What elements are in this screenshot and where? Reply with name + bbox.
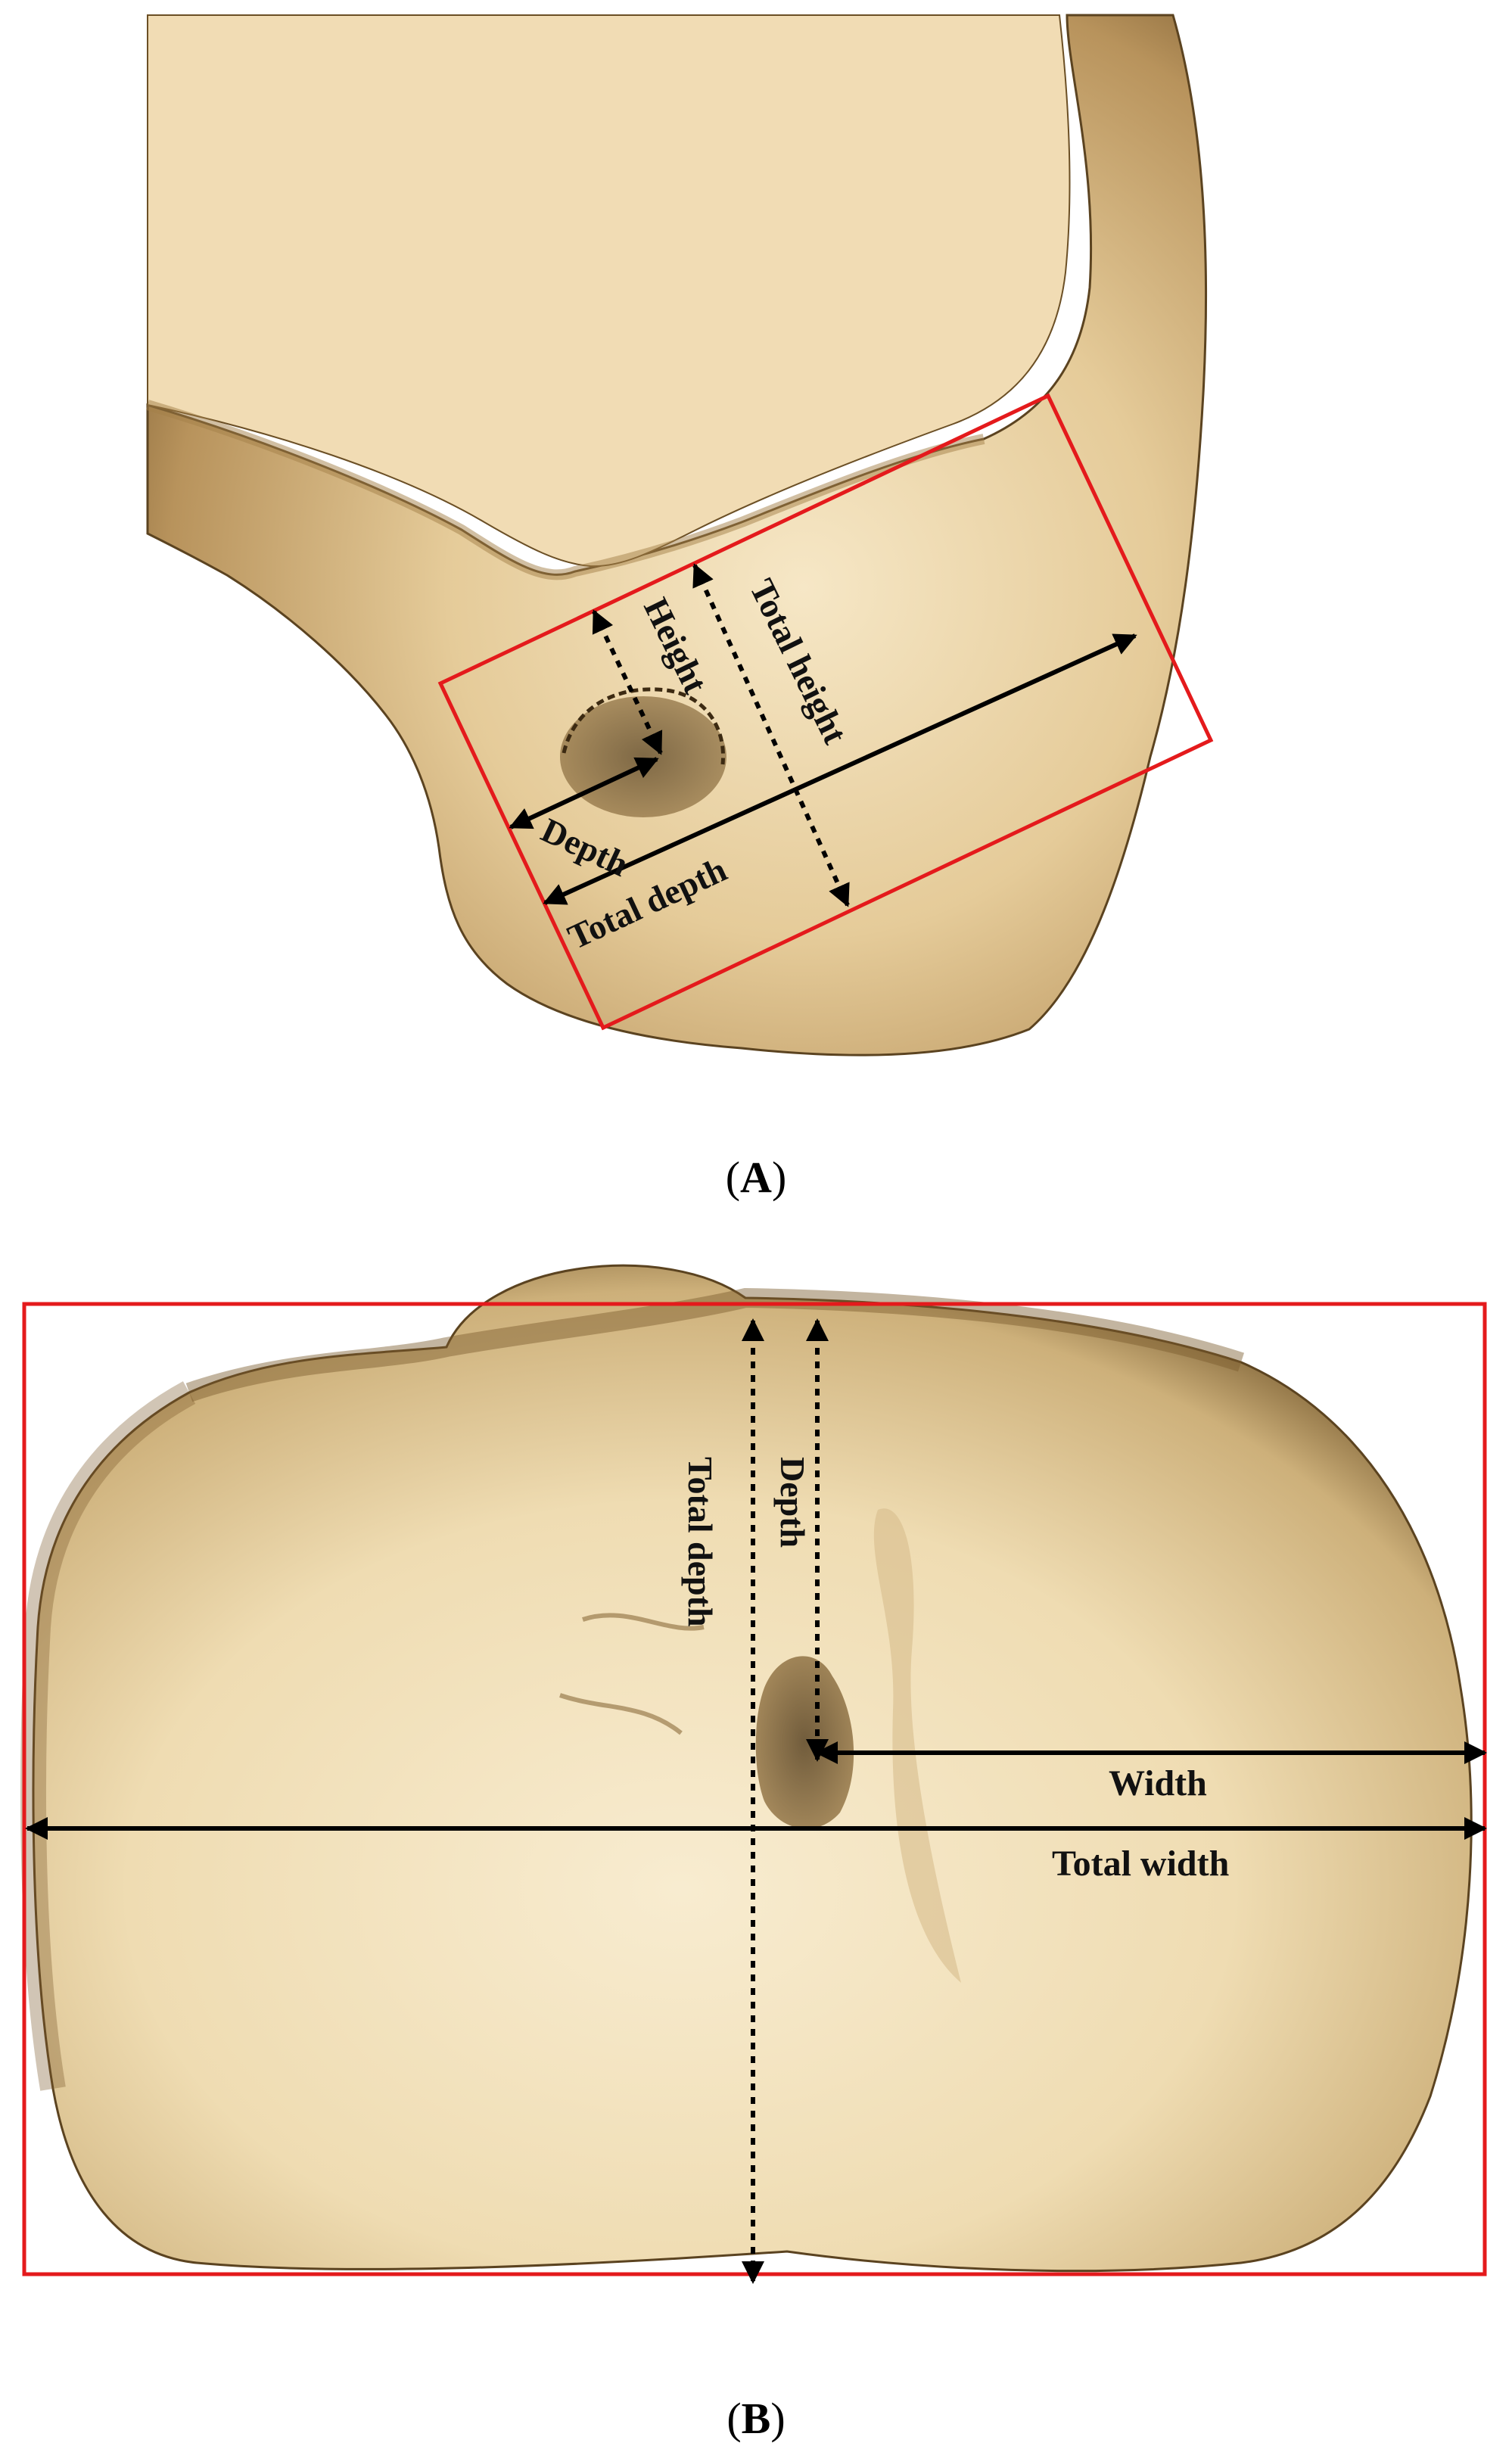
panel-b: Total depth Depth Width Total width (B) (20, 1264, 1487, 2443)
panel-b-notch (755, 1656, 854, 1829)
panel-b-total-width-label: Total width (1052, 1844, 1229, 1884)
panel-b-ridge-shading (185, 1287, 1245, 1402)
panel-a-total-depth-arrow (543, 633, 1137, 905)
panel-b-total-depth-label: Total depth (681, 1457, 720, 1627)
panel-b-caption: (B) (726, 2394, 785, 2443)
panel-a-caption: (A) (726, 1153, 787, 1202)
panel-b-depth-label: Depth (773, 1457, 812, 1548)
panel-b-groove (873, 1508, 961, 1983)
panel-b-crease (559, 1613, 705, 1735)
panel-a: Height Total height Depth Total depth (A… (146, 14, 1214, 1202)
panel-a-bounding-box (437, 393, 1214, 1031)
panel-a-cut-surface (147, 14, 1071, 568)
panel-b-left-shading (20, 1381, 196, 2091)
panel-a-rim-shading (146, 400, 985, 580)
panel-b-width-label: Width (1109, 1763, 1207, 1803)
